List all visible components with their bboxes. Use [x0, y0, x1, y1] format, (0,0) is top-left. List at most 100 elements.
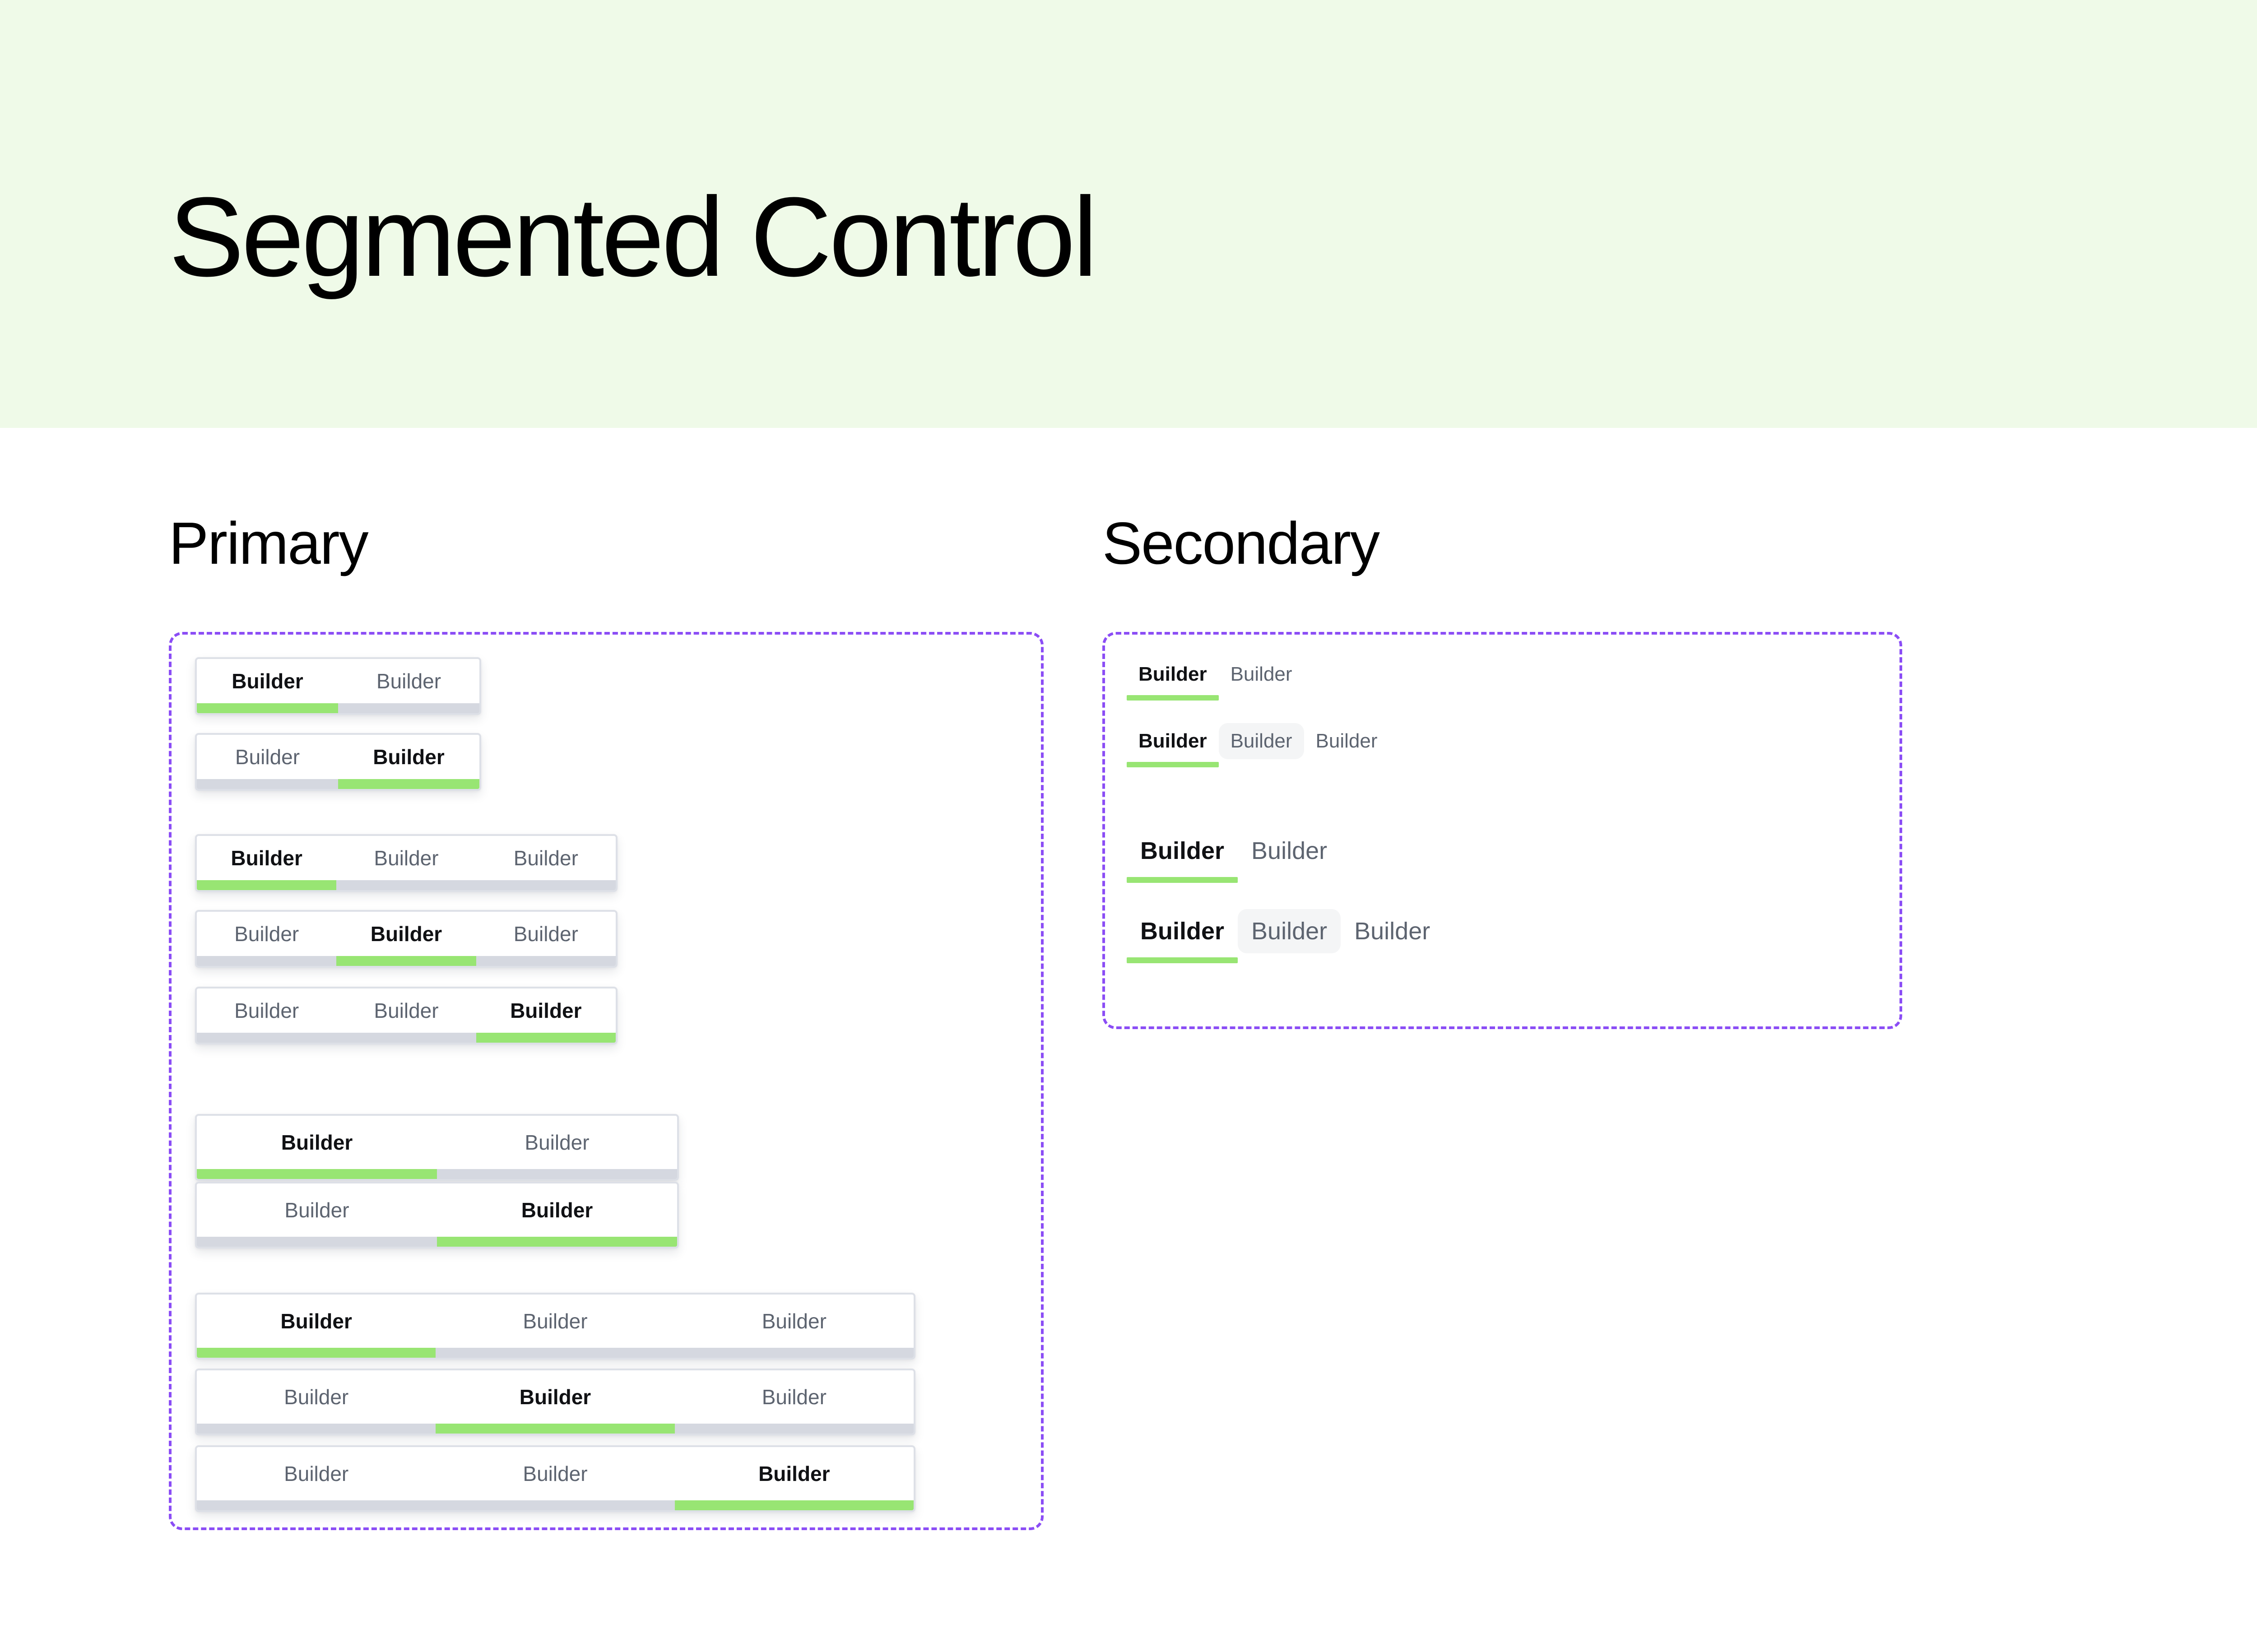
segment-item[interactable]: Builder: [523, 1462, 588, 1485]
segment-indicator: [436, 1348, 674, 1358]
segmented-control-primary[interactable]: Builder Builder: [195, 1182, 679, 1248]
segment-indicator-active: [338, 779, 479, 789]
segment-indicator: [1304, 762, 1389, 767]
segment-item-active[interactable]: Builder: [1127, 656, 1219, 701]
segment-indicator: [476, 880, 616, 890]
segment-item[interactable]: Builder: [376, 669, 441, 693]
segment-indicator-active: [197, 703, 338, 713]
segment-indicator: [1341, 957, 1444, 963]
segment-indicator-active: [197, 1169, 437, 1179]
segment-indicator-track: [197, 1033, 616, 1043]
segment-row: Builder Builder: [197, 1183, 677, 1237]
segment-item[interactable]: Builder: [235, 745, 300, 769]
segment-indicator: [1238, 877, 1341, 883]
segment-item-hover[interactable]: Builder: [1218, 723, 1304, 759]
segment-item-active[interactable]: Builder: [521, 1198, 593, 1222]
segment-item-active[interactable]: Builder: [373, 745, 445, 769]
segment-item-active[interactable]: Builder: [231, 846, 302, 870]
segment-indicator-active: [197, 1348, 436, 1358]
segmented-control-primary[interactable]: Builder Builder Builder: [195, 1445, 915, 1512]
segmented-control-primary[interactable]: Builder Builder Builder: [195, 834, 618, 892]
segment-row: Builder Builder: [197, 735, 479, 779]
segment-indicator: [675, 1348, 914, 1358]
segment-indicator: [197, 779, 338, 789]
segment-item[interactable]: Builder: [513, 922, 578, 946]
segment-indicator: [1219, 695, 1304, 701]
segment-row: Builder Builder Builder: [197, 1447, 914, 1500]
segment-indicator: [197, 1500, 436, 1510]
segment-indicator-track: [197, 1500, 914, 1510]
segment-item[interactable]: Builder: [284, 1385, 349, 1409]
segment-item[interactable]: Builder: [234, 922, 299, 946]
segment-item-hover[interactable]: Builder: [1238, 909, 1341, 953]
segment-indicator: [675, 1424, 914, 1434]
segment-indicator-track: [197, 956, 616, 966]
page-title: Segmented Control: [169, 174, 1098, 300]
segment-item-active[interactable]: Builder: [1127, 829, 1238, 883]
section-heading-secondary: Secondary: [1102, 510, 1380, 576]
segment-item[interactable]: Builder: [234, 999, 299, 1022]
segment-indicator: [197, 956, 336, 966]
segment-indicator-active: [476, 1033, 616, 1043]
segment-indicator: [437, 1169, 677, 1179]
segment-item-active[interactable]: Builder: [1127, 723, 1219, 767]
segmented-control-primary[interactable]: Builder Builder Builder: [195, 910, 618, 968]
segment-item-active[interactable]: Builder: [280, 1309, 352, 1333]
segmented-control-primary[interactable]: Builder Builder Builder: [195, 1293, 915, 1360]
segment-row: Builder Builder Builder: [197, 912, 616, 956]
segment-item[interactable]: Builder: [284, 1462, 349, 1485]
segment-item[interactable]: Builder: [762, 1385, 827, 1409]
segment-item-active[interactable]: Builder: [281, 1131, 353, 1154]
segment-indicator-track: [197, 1424, 914, 1434]
segment-item[interactable]: Builder: [523, 1309, 588, 1333]
segment-indicator: [336, 880, 476, 890]
segment-indicator-track: [197, 1169, 677, 1179]
segment-item-active[interactable]: Builder: [370, 922, 442, 946]
segmented-control-primary[interactable]: Builder Builder Builder: [195, 1369, 915, 1435]
segment-indicator-active: [674, 1500, 914, 1510]
segment-item[interactable]: Builder: [513, 846, 578, 870]
segment-item[interactable]: Builder: [374, 846, 439, 870]
segment-item-active[interactable]: Builder: [1127, 909, 1238, 963]
segment-indicator-track: [197, 703, 479, 713]
segment-item[interactable]: Builder: [284, 1198, 349, 1222]
segment-item-active[interactable]: Builder: [510, 999, 582, 1022]
section-heading-primary: Primary: [169, 510, 369, 576]
segment-item-active[interactable]: Builder: [758, 1462, 830, 1485]
segmented-control-primary[interactable]: Builder Builder Builder: [195, 987, 618, 1044]
segment-indicator-active: [436, 1424, 675, 1434]
segment-row: Builder Builder Builder: [197, 1295, 914, 1348]
segment-row: Builder Builder: [197, 659, 479, 703]
segment-row: Builder Builder Builder: [197, 836, 616, 880]
segmented-control-primary[interactable]: Builder Builder: [195, 733, 481, 791]
segment-indicator-active: [336, 956, 476, 966]
segmented-control-primary[interactable]: Builder Builder: [195, 1114, 679, 1181]
segment-indicator: [436, 1500, 674, 1510]
segment-indicator-active: [1127, 877, 1238, 883]
segment-indicator-track: [197, 880, 616, 890]
segment-item-active[interactable]: Builder: [232, 669, 303, 693]
segment-item[interactable]: Builder: [525, 1131, 590, 1154]
segment-item-active[interactable]: Builder: [519, 1385, 591, 1409]
segment-indicator: [1219, 762, 1304, 767]
segment-indicator-active: [1127, 957, 1238, 963]
segment-item[interactable]: Builder: [762, 1309, 827, 1333]
segment-item[interactable]: Builder: [1304, 723, 1389, 759]
segmented-control-primary[interactable]: Builder Builder: [195, 657, 481, 715]
segment-indicator: [338, 703, 479, 713]
segment-item[interactable]: Builder: [374, 999, 439, 1022]
segment-item[interactable]: Builder: [1341, 909, 1444, 953]
segment-indicator-active: [1127, 695, 1219, 701]
segment-indicator-track: [197, 1348, 914, 1358]
segment-item[interactable]: Builder: [1238, 829, 1341, 873]
segment-item[interactable]: Builder: [1219, 656, 1304, 692]
